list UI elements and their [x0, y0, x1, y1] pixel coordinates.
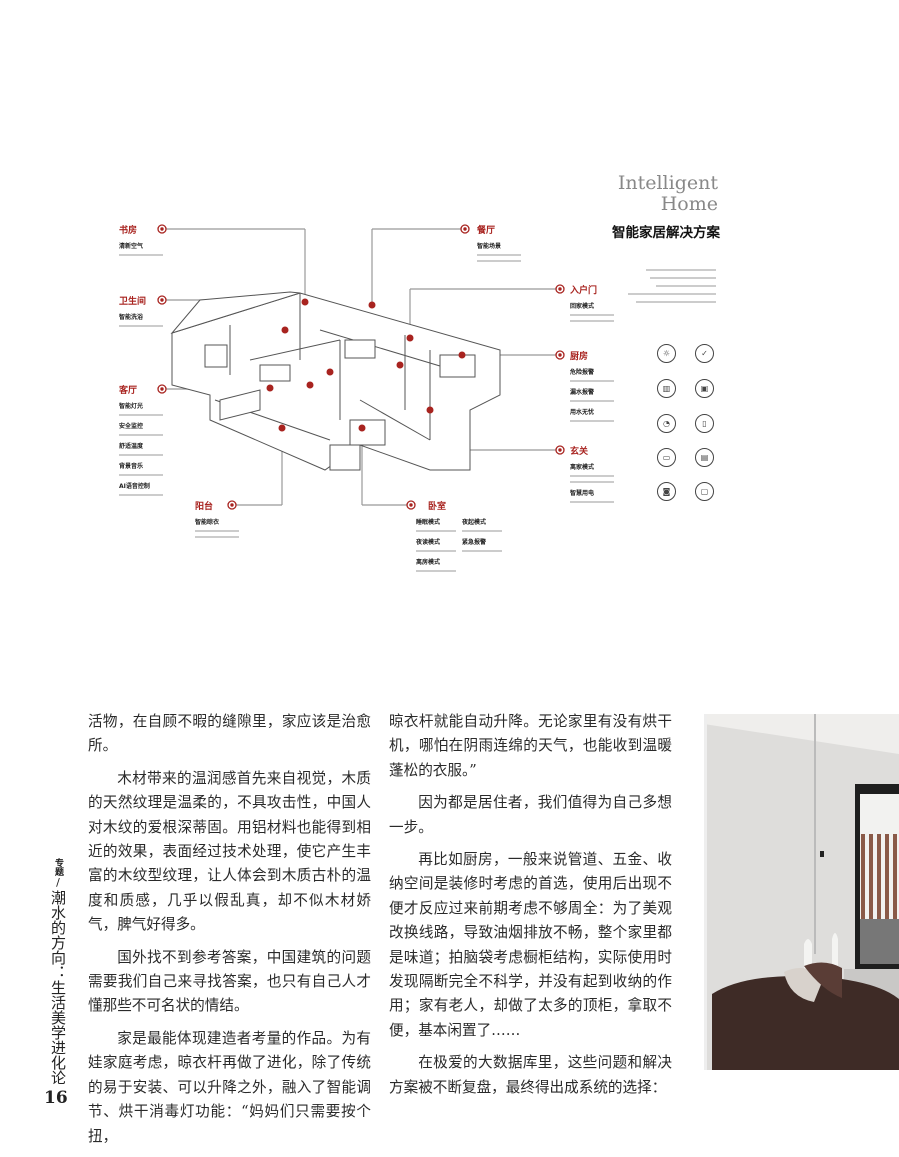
- energy-icon: ◙: [657, 482, 676, 501]
- floor-plan-outline: [170, 291, 501, 471]
- room-label-bedroom: 卧室 睡眠模式 夜起模式 夜读模式 紧急报警 离房模式: [416, 499, 506, 572]
- room-label-balcony: 阳台 智能晾衣: [195, 499, 239, 538]
- location-pins: [266, 298, 466, 432]
- article-column-right: 晾衣杆就能自动升降。无论家里有没有烘干机，哪怕在阴雨连绵的天气，也能收到温暖蓬松…: [389, 713, 672, 1096]
- monitor-icon: ▣: [695, 379, 714, 398]
- screen-icon: ▢: [695, 482, 714, 501]
- curtain-icon: ▥: [657, 379, 676, 398]
- floor-plan-diagram: [157, 224, 565, 510]
- label-markers: [157, 224, 565, 510]
- page-number: 16: [44, 1088, 68, 1108]
- door-lock-icon: ▯: [695, 414, 714, 433]
- title-english: Intelligent Home: [617, 172, 718, 215]
- section-label: 专题: [53, 858, 63, 876]
- tv-icon: ▭: [657, 448, 676, 467]
- interior-photo: [704, 714, 899, 1070]
- title-separator: /: [56, 876, 60, 889]
- column-title: 潮水的方向：生活美学进化论: [49, 890, 67, 1085]
- environment-icon: ◔: [657, 414, 676, 433]
- room-label-entrance-door: 入户门 回家模式: [570, 283, 614, 322]
- room-label-living-room: 客厅 智能灯光 安全监控 舒适温度 背景音乐 AI语音控制: [119, 383, 163, 496]
- lighting-icon: ☼: [657, 344, 676, 363]
- room-label-bathroom: 卫生间 智能洗浴: [119, 294, 163, 327]
- running-title: 专题 / 潮水的方向：生活美学进化论: [46, 858, 70, 1085]
- title-chinese: 智能家居解决方案: [612, 225, 720, 241]
- article-column-left: 活物，在自顾不暇的缝隙里，家应该是治愈所。 木材带来的温润感首先来自视觉，木质的…: [88, 713, 371, 1145]
- room-label-study: 书房 清新空气: [119, 223, 163, 256]
- room-label-foyer: 玄关 离家模式 智慧用电: [570, 444, 614, 503]
- room-label-dining: 餐厅 智能场景: [477, 223, 521, 262]
- living-room-image: [704, 714, 899, 1070]
- shield-icon: ✓: [695, 344, 714, 363]
- appliance-icon: ▤: [695, 448, 714, 467]
- room-label-kitchen: 厨房 危险报警 漏水报警 用水无忧: [570, 349, 614, 422]
